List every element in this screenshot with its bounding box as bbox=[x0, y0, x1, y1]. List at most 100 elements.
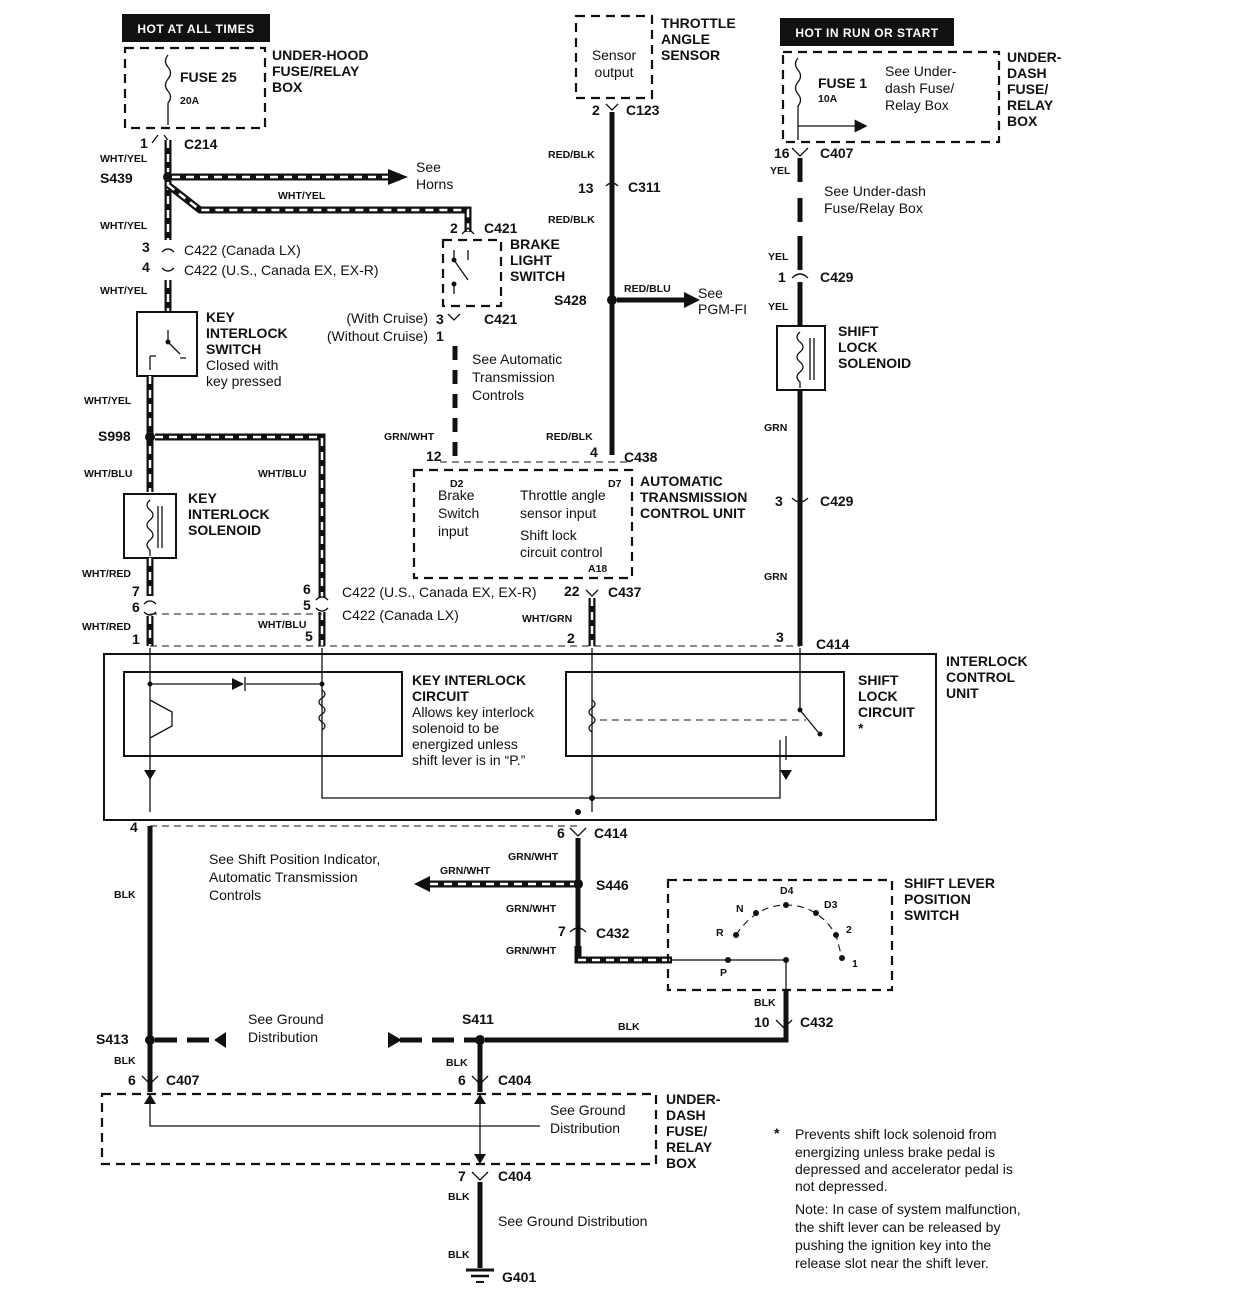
svg-text:C422 (Canada LX): C422 (Canada LX) bbox=[342, 607, 459, 623]
svg-text:KEY INTERLOCK: KEY INTERLOCK bbox=[412, 672, 526, 688]
lower-ground-wiring: 4 6 C414 BLK See Shift Position Indicato… bbox=[114, 819, 672, 1092]
svg-text:13: 13 bbox=[578, 180, 594, 196]
svg-text:C432: C432 bbox=[596, 925, 630, 941]
svg-text:3: 3 bbox=[436, 311, 444, 327]
shift-lock-solenoid-run: 16 C407 YEL See Under-dash Fuse/Relay Bo… bbox=[150, 145, 926, 652]
svg-text:BOX: BOX bbox=[666, 1155, 697, 1171]
svg-text:12: 12 bbox=[426, 448, 442, 464]
svg-text:6: 6 bbox=[458, 1072, 466, 1088]
svg-text:FUSE/: FUSE/ bbox=[666, 1123, 707, 1139]
svg-text:Allows key interlock: Allows key interlock bbox=[412, 704, 535, 720]
svg-text:D3: D3 bbox=[824, 899, 838, 911]
svg-text:release slot near the shift le: release slot near the shift lever. bbox=[795, 1255, 989, 1271]
svg-text:GRN/WHT: GRN/WHT bbox=[440, 865, 491, 877]
svg-text:1: 1 bbox=[132, 631, 140, 647]
svg-text:HOT IN RUN OR START: HOT IN RUN OR START bbox=[795, 26, 938, 40]
svg-text:Distribution: Distribution bbox=[248, 1029, 318, 1045]
svg-text:N: N bbox=[736, 903, 744, 915]
svg-text:Brake: Brake bbox=[438, 487, 475, 503]
svg-text:energized unless: energized unless bbox=[412, 736, 518, 752]
svg-text:*: * bbox=[774, 1125, 780, 1141]
svg-text:THROTTLE: THROTTLE bbox=[661, 15, 736, 31]
svg-text:7: 7 bbox=[132, 583, 140, 599]
svg-text:Shift lock: Shift lock bbox=[520, 527, 578, 543]
svg-text:D2: D2 bbox=[450, 478, 464, 490]
svg-text:WHT/BLU: WHT/BLU bbox=[84, 468, 132, 480]
svg-text:4: 4 bbox=[590, 444, 598, 460]
svg-text:UNDER-HOOD: UNDER-HOOD bbox=[272, 47, 368, 63]
svg-text:C421: C421 bbox=[484, 311, 518, 327]
svg-text:RED/BLK: RED/BLK bbox=[548, 149, 595, 161]
svg-text:SWITCH: SWITCH bbox=[206, 341, 261, 357]
svg-text:See: See bbox=[416, 159, 441, 175]
svg-text:C311: C311 bbox=[628, 179, 661, 195]
svg-text:WHT/RED: WHT/RED bbox=[82, 621, 131, 633]
key-interlock-solenoid bbox=[123, 493, 177, 559]
svg-text:PGM-FI: PGM-FI bbox=[698, 301, 747, 317]
svg-text:WHT/YEL: WHT/YEL bbox=[100, 285, 148, 297]
svg-text:See Ground Distribution: See Ground Distribution bbox=[498, 1213, 647, 1229]
svg-text:Controls: Controls bbox=[209, 887, 261, 903]
underhood-fuse-relay-box: FUSE 25 20A UNDER-HOOD FUSE/RELAY BOX bbox=[123, 46, 368, 130]
svg-text:6: 6 bbox=[128, 1072, 136, 1088]
s413-splice: S413 bbox=[96, 1031, 129, 1047]
svg-text:1: 1 bbox=[778, 269, 786, 285]
c422-lower-labels: 6 5 C422 (U.S., Canada EX, EX-R) C422 (C… bbox=[150, 581, 537, 646]
svg-text:RED/BLU: RED/BLU bbox=[624, 283, 671, 295]
svg-text:(With Cruise): (With Cruise) bbox=[346, 310, 428, 326]
svg-text:C407: C407 bbox=[166, 1072, 200, 1088]
svg-text:CONTROL: CONTROL bbox=[946, 669, 1016, 685]
svg-text:WHT/YEL: WHT/YEL bbox=[278, 190, 326, 202]
svg-text:C437: C437 bbox=[608, 584, 642, 600]
svg-text:SWITCH: SWITCH bbox=[904, 907, 959, 923]
svg-text:solenoid to be: solenoid to be bbox=[412, 720, 499, 736]
svg-text:1: 1 bbox=[852, 958, 858, 970]
svg-text:7: 7 bbox=[458, 1168, 466, 1184]
svg-text:LOCK: LOCK bbox=[838, 339, 878, 355]
svg-text:6: 6 bbox=[132, 599, 140, 615]
svg-text:Prevents shift lock solenoid f: Prevents shift lock solenoid from bbox=[795, 1126, 997, 1142]
svg-text:WHT/GRN: WHT/GRN bbox=[522, 613, 572, 625]
s428-splice: S428 bbox=[554, 292, 587, 308]
svg-text:shift lever is in “P.”: shift lever is in “P.” bbox=[412, 752, 526, 768]
svg-text:CIRCUIT: CIRCUIT bbox=[858, 704, 915, 720]
svg-text:SENSOR: SENSOR bbox=[661, 47, 720, 63]
svg-text:C422 (Canada LX): C422 (Canada LX) bbox=[184, 242, 301, 258]
svg-text:1: 1 bbox=[436, 328, 444, 344]
svg-text:WHT/BLU: WHT/BLU bbox=[258, 619, 306, 631]
svg-text:RED/BLK: RED/BLK bbox=[548, 214, 595, 226]
svg-text:CIRCUIT: CIRCUIT bbox=[412, 688, 469, 704]
svg-text:5: 5 bbox=[305, 628, 313, 644]
svg-text:Automatic Transmission: Automatic Transmission bbox=[209, 869, 358, 885]
svg-text:P: P bbox=[720, 967, 727, 979]
svg-text:GRN/WHT: GRN/WHT bbox=[506, 903, 557, 915]
svg-text:BOX: BOX bbox=[1007, 113, 1038, 129]
svg-text:See Under-dash: See Under-dash bbox=[824, 183, 926, 199]
svg-text:input: input bbox=[438, 523, 468, 539]
svg-text:BLK: BLK bbox=[114, 1055, 136, 1067]
svg-text:BLK: BLK bbox=[446, 1057, 468, 1069]
svg-text:CONTROL UNIT: CONTROL UNIT bbox=[640, 505, 746, 521]
svg-text:circuit control: circuit control bbox=[520, 544, 602, 560]
svg-text:C432: C432 bbox=[800, 1014, 834, 1030]
svg-text:BLK: BLK bbox=[618, 1021, 640, 1033]
svg-text:See: See bbox=[698, 285, 723, 301]
svg-text:INTERLOCK: INTERLOCK bbox=[206, 325, 288, 341]
svg-text:DASH: DASH bbox=[666, 1107, 706, 1123]
svg-text:POSITION: POSITION bbox=[904, 891, 971, 907]
svg-text:GRN/WHT: GRN/WHT bbox=[384, 431, 435, 443]
svg-text:KEY: KEY bbox=[188, 490, 217, 506]
fuse-25-label: FUSE 25 bbox=[180, 69, 237, 85]
svg-text:6: 6 bbox=[557, 825, 565, 841]
svg-text:6: 6 bbox=[303, 581, 311, 597]
ground-g401: 7 C404 BLK See Ground Distribution BLK G… bbox=[448, 1168, 647, 1285]
svg-text:See Under-: See Under- bbox=[885, 63, 957, 79]
svg-text:UNDER-: UNDER- bbox=[1007, 49, 1062, 65]
fuse-1-label: FUSE 1 bbox=[818, 75, 867, 91]
svg-text:Note: In case of system malfun: Note: In case of system malfunction, bbox=[795, 1201, 1021, 1217]
svg-text:GRN: GRN bbox=[764, 422, 787, 434]
c123-connector: C123 bbox=[626, 102, 660, 118]
key-interlock-switch bbox=[136, 311, 198, 377]
underdash-fuse-relay-box-bottom: See Ground Distribution UNDER- DASH FUSE… bbox=[100, 1091, 721, 1171]
